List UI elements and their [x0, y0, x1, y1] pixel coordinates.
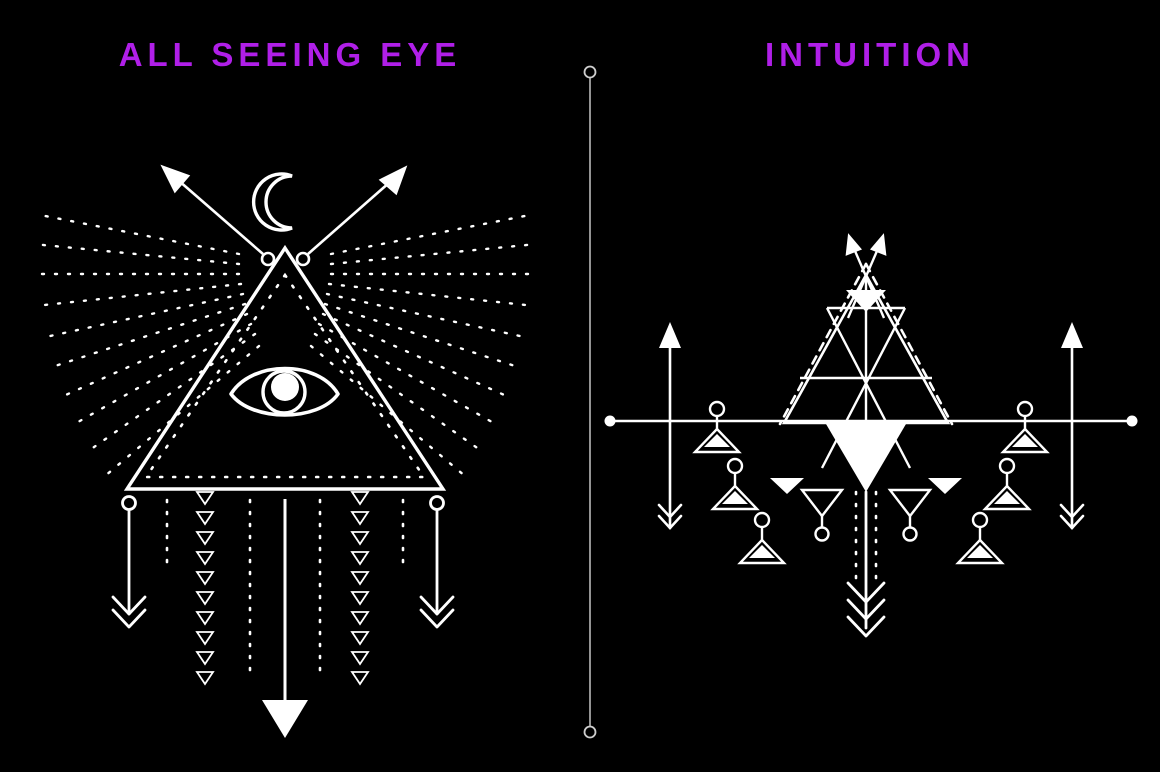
pendant-amulet — [692, 400, 742, 454]
main-inverted-triangle — [826, 424, 906, 492]
pendant-amulet — [982, 457, 1032, 511]
inverted-triangle-pendant — [799, 488, 845, 542]
main-triangle-outline — [123, 244, 447, 491]
horizontal-axis — [604, 415, 1138, 427]
crescent-moon-outline-icon — [251, 172, 293, 232]
pendant-amulet — [955, 511, 1005, 565]
all-seeing-eye-icon — [229, 366, 340, 417]
left-up-arrow — [657, 322, 683, 530]
center-dotted-lines — [854, 490, 878, 582]
intuition-artwork — [604, 163, 1138, 638]
axis-side-triangles — [770, 478, 962, 494]
small-triangle-column-left — [195, 491, 215, 686]
radiating-dotted-rays — [29, 212, 541, 478]
left-descending-arrow — [111, 495, 147, 629]
central-down-arrow — [262, 499, 308, 738]
divider-bottom-circle-icon — [583, 725, 597, 739]
pendant-amulet — [737, 511, 787, 565]
page-title-all-seeing-eye: ALL SEEING EYE — [118, 36, 462, 73]
pendant-amulet — [710, 457, 760, 511]
panel-intuition: INTUITION — [580, 0, 1160, 772]
right-up-arrow — [1059, 322, 1085, 530]
pendant-amulets-left — [692, 400, 787, 565]
vertical-divider — [583, 65, 597, 739]
panel-all-seeing-eye: ALL SEEING EYE — [29, 36, 541, 738]
right-descending-arrow — [419, 495, 455, 629]
inverted-triangle-pendant — [887, 488, 933, 542]
central-chevron-arrow — [846, 490, 886, 638]
inverted-triangle-pendants — [799, 488, 933, 542]
all-seeing-eye-artwork — [29, 164, 541, 738]
divider-top-circle-icon — [583, 65, 597, 79]
crescent-moon-filled-icon — [848, 163, 880, 227]
page-title-intuition: INTUITION — [765, 36, 975, 73]
pendant-amulets-right — [955, 400, 1050, 565]
diverging-apex-arrows — [160, 164, 408, 267]
small-triangle-column-right — [350, 491, 370, 686]
dotted-columns — [165, 498, 405, 672]
pendant-amulet — [1000, 400, 1050, 454]
upper-inverted-triangle — [846, 290, 886, 312]
